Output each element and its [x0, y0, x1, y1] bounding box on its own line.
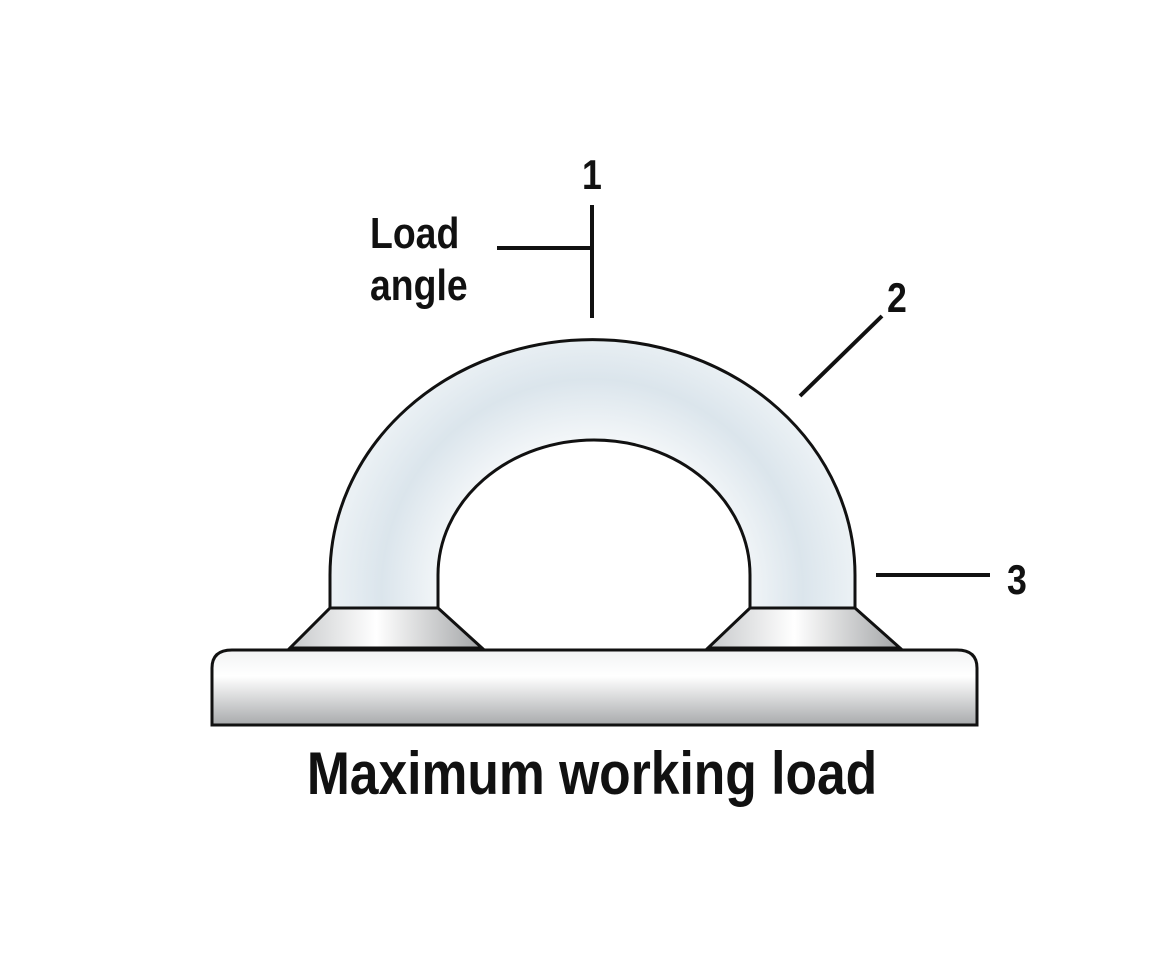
- load-angle-label-line1: Load: [370, 208, 459, 258]
- right-weld-base: [704, 606, 904, 650]
- load-angle-label-line2: angle: [370, 260, 468, 310]
- label-1: 1: [582, 152, 602, 198]
- label-3: 3: [1007, 557, 1027, 603]
- label-2-leader-line: [798, 314, 884, 398]
- left-weld-base: [286, 606, 486, 650]
- ring-arch: [328, 338, 857, 610]
- label-2: 2: [887, 275, 907, 321]
- diagram-caption: Maximum working load: [307, 739, 877, 807]
- mounting-plate: [210, 648, 979, 727]
